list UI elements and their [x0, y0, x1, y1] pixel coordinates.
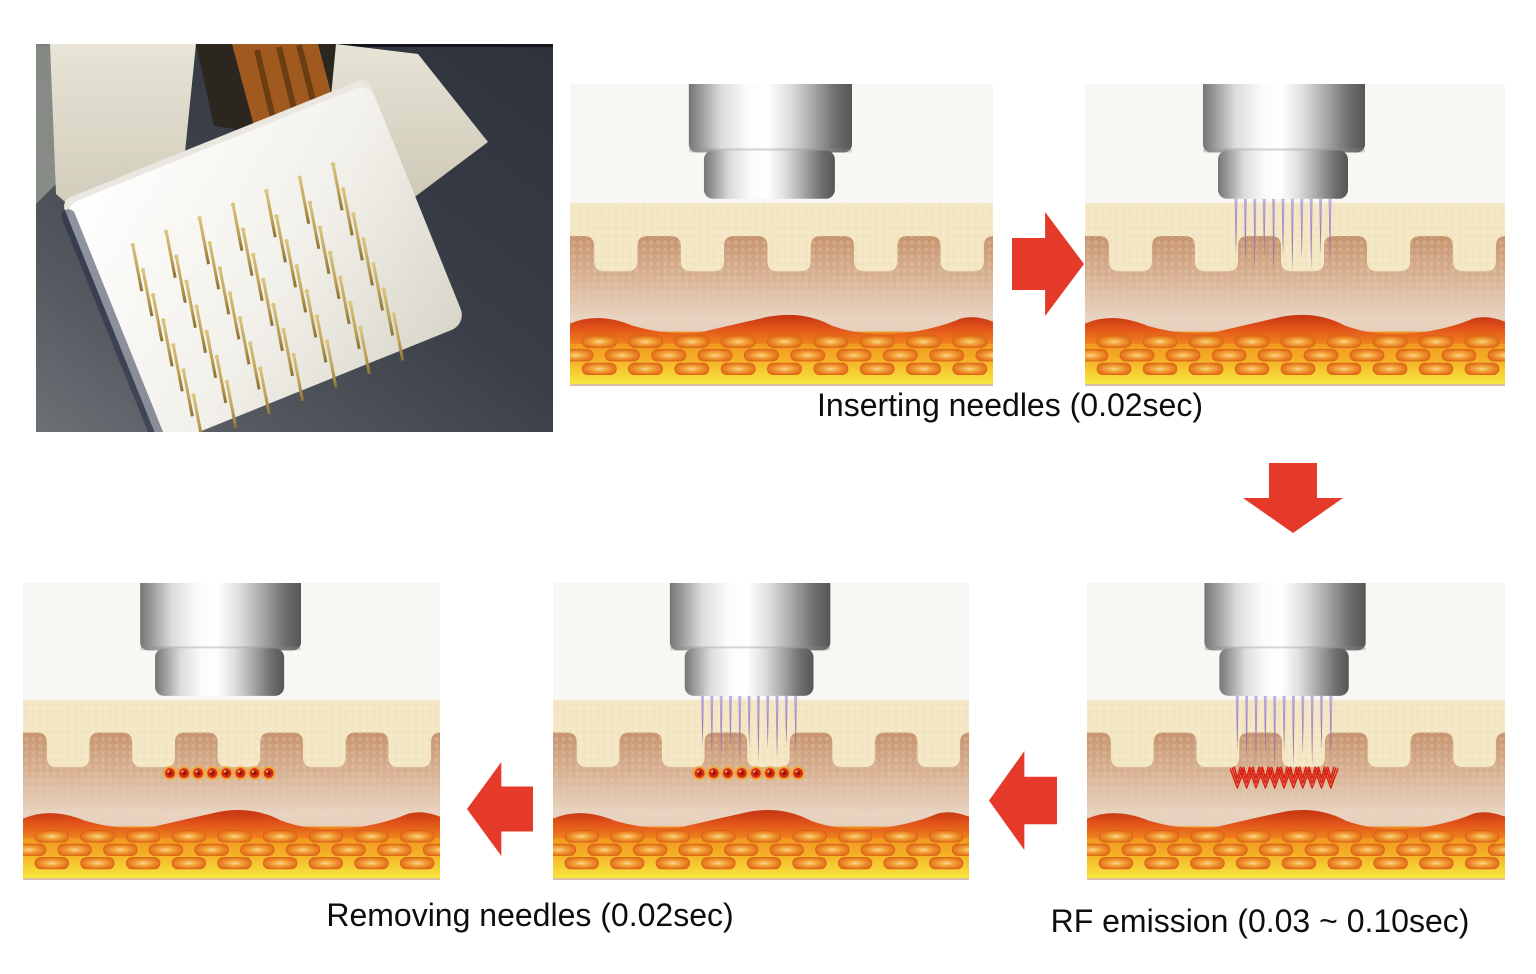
flow-arrow-left2-icon: [467, 762, 533, 856]
caption-removing-needles: Removing needles (0.02sec): [326, 897, 734, 933]
handpiece-photo: [36, 44, 553, 432]
caption-inserting-needles: Inserting needles (0.02sec): [817, 387, 1203, 423]
panel-needles-inserted: [1085, 84, 1505, 386]
flow-arrow-right-icon: [1012, 212, 1084, 316]
panel-needles-removed: [23, 583, 440, 880]
panel-rf-emission: [1087, 583, 1505, 880]
flow-arrow-down-icon: [1243, 463, 1343, 533]
flow-arrow-left-icon: [989, 751, 1057, 850]
panel-needles-retracting: [553, 583, 969, 880]
panel-device-above-skin: [570, 84, 993, 386]
caption-rf-emission: RF emission (0.03 ~ 0.10sec): [1050, 903, 1470, 939]
